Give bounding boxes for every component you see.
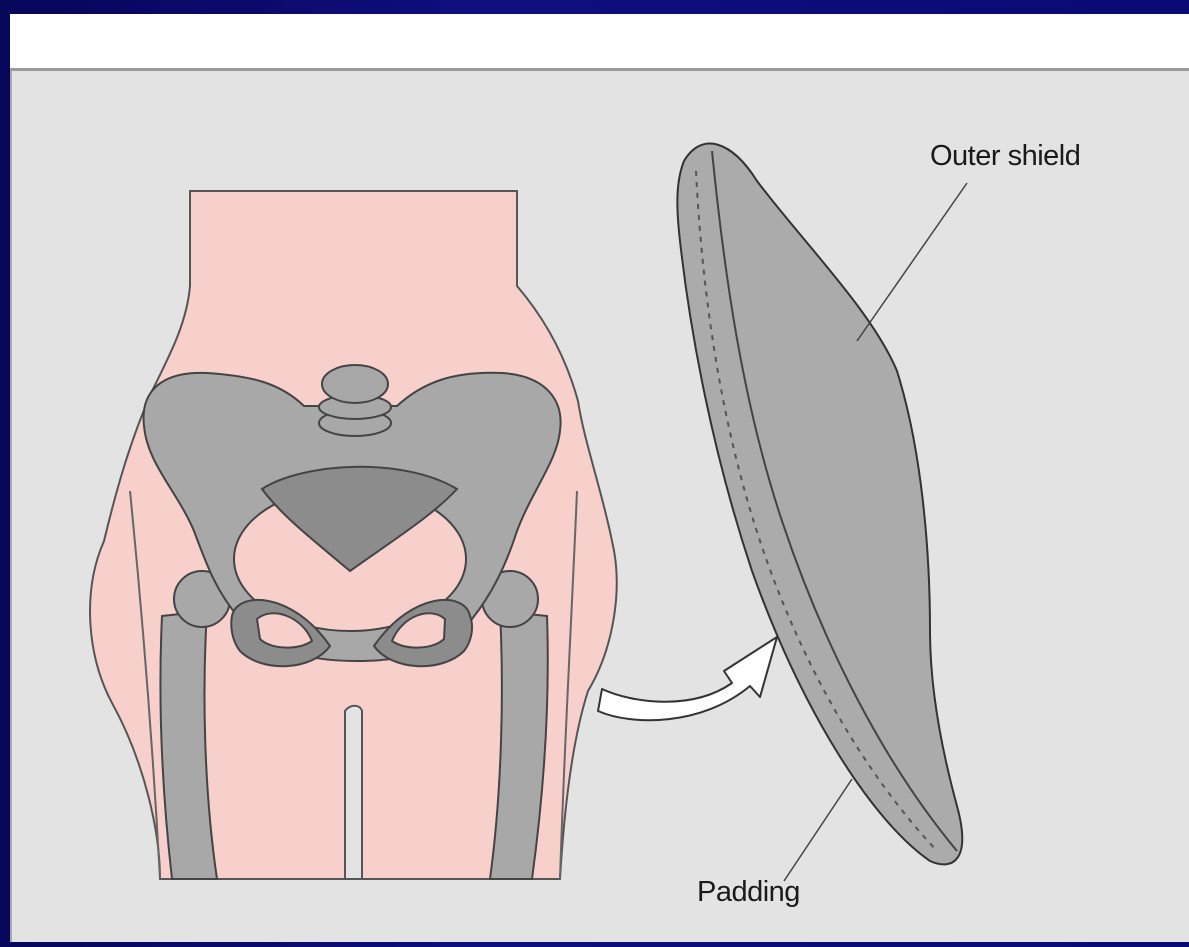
title-band xyxy=(10,14,1189,68)
figure-panel: Outer shield Padding xyxy=(10,68,1189,942)
leg-gap xyxy=(345,706,362,879)
hip-protector-illustration: Outer shield Padding xyxy=(12,71,1189,945)
hip-protector-shield xyxy=(677,144,967,881)
vertebra-body xyxy=(322,365,388,403)
outer-shield-leader xyxy=(857,183,967,341)
padding-leader xyxy=(784,779,852,881)
padding-label: Padding xyxy=(697,876,800,908)
outer-shield-label: Outer shield xyxy=(930,140,1080,172)
curved-arrow-icon xyxy=(598,637,777,720)
